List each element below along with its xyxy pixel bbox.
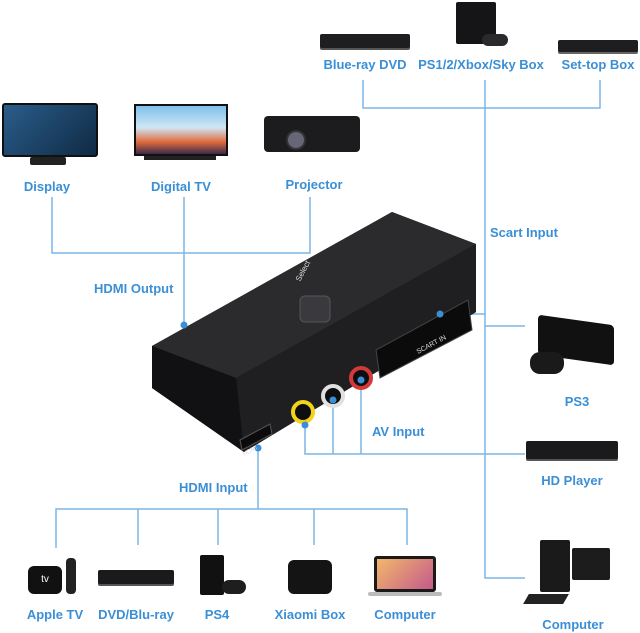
wire-av-hd-player [304, 425, 525, 455]
dvd-bluray-player-icon [98, 570, 174, 584]
converter-box [152, 212, 476, 452]
label-settop-box: Set-top Box [561, 57, 635, 72]
connection-dots [180, 310, 444, 452]
label-blueray-dvd: Blue-ray DVD [323, 57, 407, 72]
projector-lens-icon [286, 130, 306, 150]
display-monitor-icon [2, 103, 98, 157]
label-computer-bottom: Computer [374, 607, 436, 622]
scart-port-shape [375, 299, 473, 379]
converter-top-face [152, 212, 476, 378]
label-hdmi-input: HDMI Input [179, 480, 248, 495]
digital-tv-icon [134, 104, 228, 156]
rca-yellow-port [291, 400, 315, 424]
dot-scart [436, 310, 444, 318]
apple-tv-remote-icon [66, 558, 76, 594]
settop-box-icon [558, 40, 638, 52]
computer-right-tower-icon [540, 540, 570, 592]
label-display: Display [23, 179, 71, 194]
wire-right-scart-bus [484, 314, 525, 579]
label-ps-xbox-sky: PS1/2/Xbox/Sky Box [418, 57, 544, 72]
label-projector: Projector [285, 177, 343, 192]
wire-hdmi-outputs [51, 197, 311, 254]
controller-icon [482, 34, 508, 46]
ps4-controller-icon [222, 580, 246, 594]
wires [51, 80, 601, 579]
projector-icon [264, 116, 360, 152]
label-computer-right: Computer [542, 617, 604, 632]
label-hdmi-output: HDMI Output [94, 281, 174, 296]
hdmi-port-shape [239, 423, 273, 451]
ps4-console-icon [200, 555, 224, 595]
converter-front-face [236, 244, 476, 452]
dot-av-yellow [301, 421, 309, 429]
converter-side-face [152, 346, 244, 452]
dot-av-red [357, 376, 365, 384]
label-apple-tv: Apple TV [26, 607, 84, 622]
ps3-controller-icon [530, 352, 564, 374]
label-hd-player: HD Player [541, 473, 603, 488]
laptop-base-icon [368, 592, 442, 596]
hd-player-icon [526, 441, 618, 459]
rca-white-port [321, 384, 345, 408]
dot-hdmi-input [254, 444, 262, 452]
xiaomi-box-icon [288, 560, 332, 594]
apple-tv-icon: tv [28, 566, 62, 594]
laptop-screen-icon [374, 556, 436, 592]
digital-tv-stand-icon [144, 156, 216, 160]
select-button-shape [299, 295, 331, 323]
label-scart-input: Scart Input [490, 225, 558, 240]
computer-right-monitor-icon [572, 548, 610, 580]
dot-hdmi-output [180, 321, 188, 329]
label-dvd-bluray: DVD/Blu-ray [98, 607, 174, 622]
apple-tv-logo: tv [41, 574, 49, 585]
wire-top-sources [362, 80, 601, 109]
blueray-dvd-icon [320, 34, 410, 48]
dot-av-white [329, 396, 337, 404]
wire-hdmi-input-bus [55, 508, 408, 548]
display-stand-icon [30, 157, 66, 165]
computer-right-keyboard-icon [523, 594, 569, 604]
label-ps4: PS4 [204, 607, 230, 622]
label-digital-tv: Digital TV [151, 179, 211, 194]
label-ps3: PS3 [564, 394, 590, 409]
label-av-input: AV Input [372, 424, 425, 439]
label-xiaomi-box: Xiaomi Box [274, 607, 346, 622]
